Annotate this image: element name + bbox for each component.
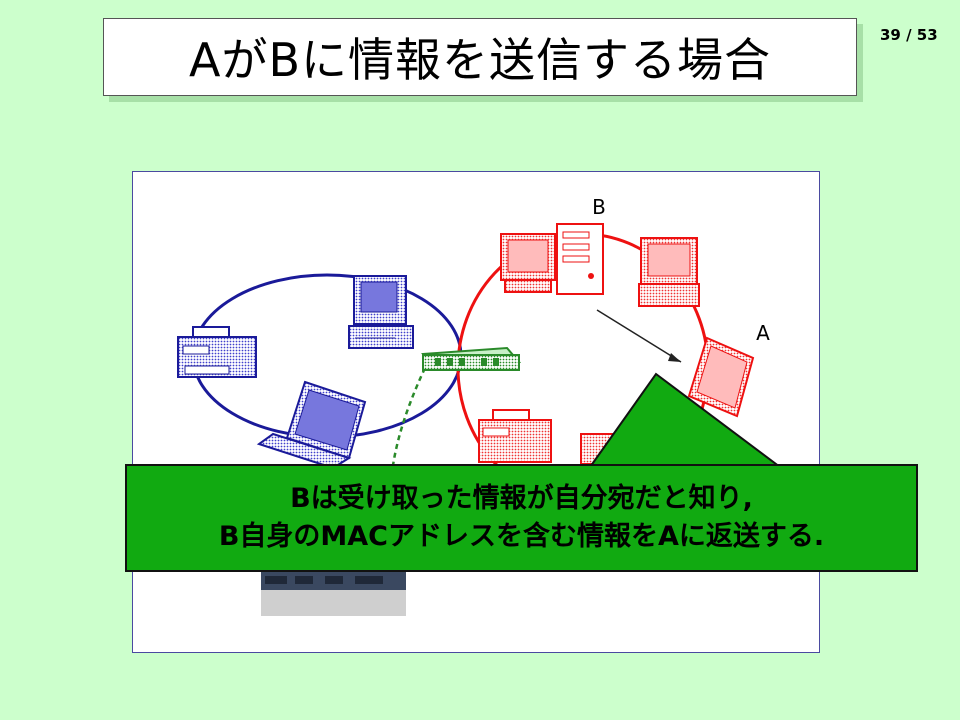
red-desktop-pc-icon [500, 233, 556, 293]
callout-line-1: Bは受け取った情報が自分宛だと知り, [290, 483, 753, 514]
callout-line-2: B自身のMACアドレスを含む情報をAに返送する. [218, 521, 825, 552]
laptop-a-icon [687, 336, 755, 418]
slide-title: AがBに情報を送信する場合 [188, 33, 772, 87]
transmission-arrow [596, 309, 682, 363]
callout-box: Bは受け取った情報が自分宛だと知り, B自身のMACアドレスを含む情報をAに返送… [125, 464, 918, 572]
network-diagram-svg: B A [177, 195, 770, 504]
page-number: 39 / 53 [880, 26, 938, 44]
arrow-head-icon [668, 353, 681, 362]
label-b: B [592, 195, 606, 219]
tower-server-b-icon [556, 223, 604, 295]
blue-printer-icon [177, 326, 257, 378]
red-desktop-pc-right-icon [638, 237, 700, 307]
label-a: A [756, 321, 770, 345]
title-box: AがBに情報を送信する場合 [103, 18, 857, 96]
red-printer-icon [478, 409, 552, 463]
network-equipment-photo [261, 572, 406, 616]
hub-icon [421, 346, 522, 371]
blue-desktop-pc-icon [348, 275, 414, 349]
